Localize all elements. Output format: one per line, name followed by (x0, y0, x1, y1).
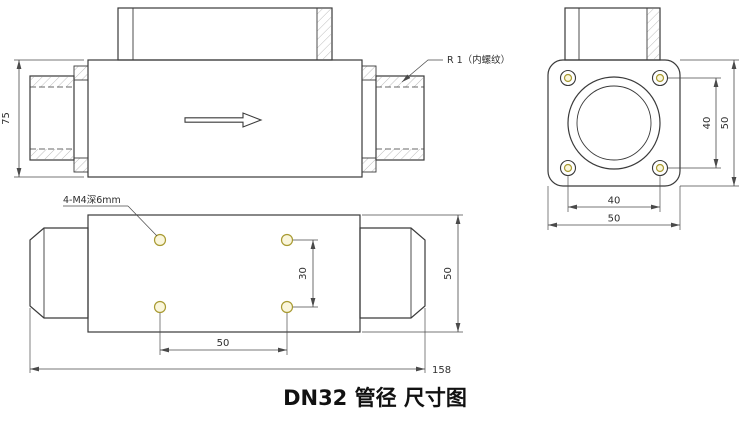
hole-annotation: 4-M4深6mm (63, 195, 158, 237)
dim-50-width: 50 (362, 214, 463, 333)
mounting-hole (153, 300, 167, 314)
right-pipe (375, 75, 425, 161)
dim-40-horizontal-label: 40 (608, 196, 621, 207)
dim-75-label: 75 (1, 112, 12, 125)
top-view-body (87, 214, 361, 333)
dim-50-holes: 50 (159, 313, 288, 355)
left-pipe (29, 75, 75, 161)
dim-30: 30 (293, 239, 318, 308)
mounting-hole (280, 300, 294, 314)
dim-50-vertical-label: 50 (720, 117, 731, 130)
dim-158: 158 (29, 308, 451, 376)
side-view: 75 R 1（内螺纹） (1, 7, 510, 178)
dim-50-horizontal: 50 (547, 186, 681, 230)
thread-annotation: R 1（内螺纹） (401, 54, 510, 83)
right-flange (361, 65, 377, 173)
dim-40-vertical-label: 40 (702, 117, 713, 130)
bore-circle-inner (576, 85, 652, 161)
left-flange (73, 65, 89, 173)
thread-note-label: R 1（内螺纹） (447, 54, 510, 66)
corner-hole (559, 69, 577, 87)
dim-50-vertical: 50 (680, 59, 739, 187)
dim-50-horizontal-label: 50 (608, 214, 621, 225)
drawing-title: DN32 管径 尺寸图 (283, 386, 467, 410)
bore-circle-outer (567, 76, 661, 170)
dim-50-width-label: 50 (443, 267, 454, 280)
mounting-hole (153, 233, 167, 247)
end-view-flange (547, 59, 681, 187)
corner-hole (651, 159, 669, 177)
dim-75: 75 (1, 59, 84, 178)
hole-note-label: 4-M4深6mm (63, 195, 121, 206)
mounting-hole (280, 233, 294, 247)
dim-40-horizontal: 40 (567, 176, 661, 212)
dim-158-label: 158 (432, 365, 451, 376)
corner-hole (559, 159, 577, 177)
left-end-cap (29, 227, 89, 319)
corner-hole (651, 69, 669, 87)
dim-50-holes-label: 50 (217, 338, 230, 349)
top-view: 4-M4深6mm 30 50 (29, 195, 463, 376)
side-view-top-port (117, 7, 333, 61)
right-end-cap (359, 227, 426, 319)
dim-30-label: 30 (298, 267, 309, 280)
thread-hatch (317, 9, 331, 59)
dim-40-vertical: 40 (668, 77, 721, 169)
flow-direction-arrow-icon (184, 112, 263, 128)
end-view: 40 50 40 50 (547, 7, 739, 230)
